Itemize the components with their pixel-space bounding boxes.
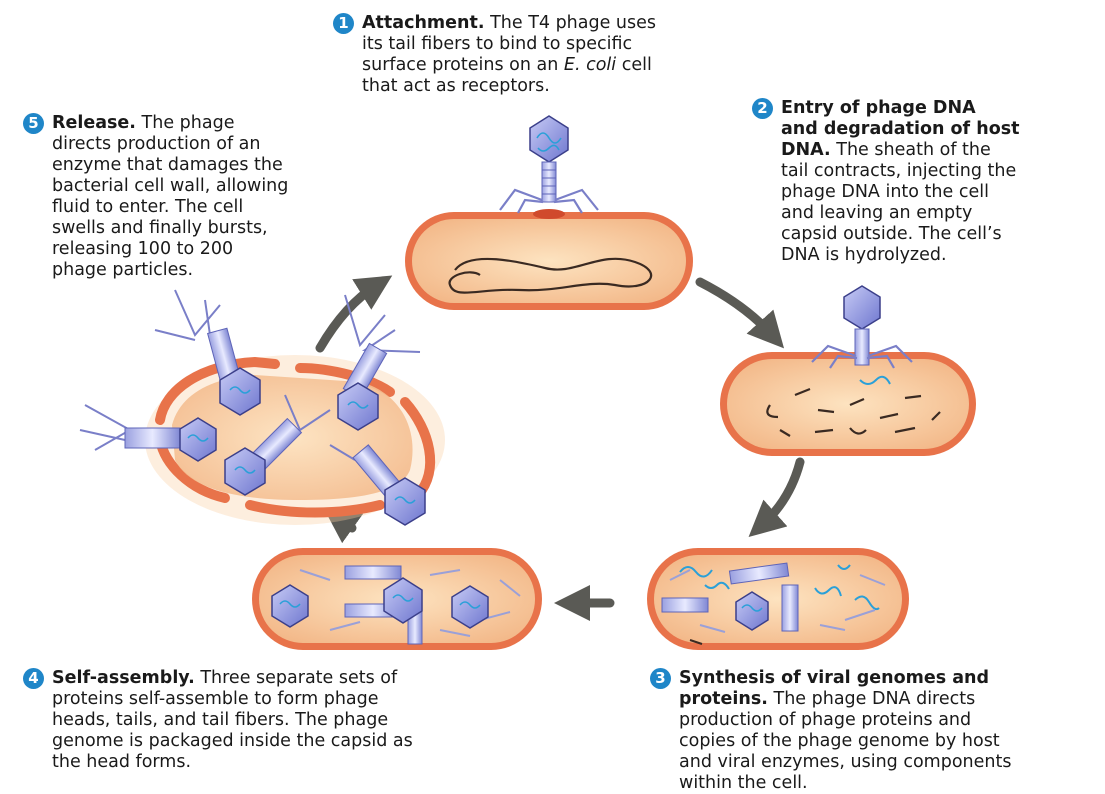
arrow-1-to-2 — [700, 282, 772, 335]
step-1-badge: 1 — [333, 13, 354, 34]
step-2-badge: 2 — [752, 98, 773, 119]
phage-attached — [500, 116, 598, 213]
cell-assembly — [252, 548, 542, 650]
step-1-title: Attachment. — [362, 13, 485, 33]
cell-entry — [720, 286, 976, 456]
step-4-badge: 4 — [23, 668, 44, 689]
step-3-badge: 3 — [650, 668, 671, 689]
arrow-2-to-3 — [762, 462, 800, 525]
step-5-badge: 5 — [23, 113, 44, 134]
cell-synthesis — [647, 548, 909, 650]
cell-release — [80, 290, 445, 525]
arrow-5-to-1 — [320, 285, 377, 348]
cell-attachment — [405, 116, 693, 310]
